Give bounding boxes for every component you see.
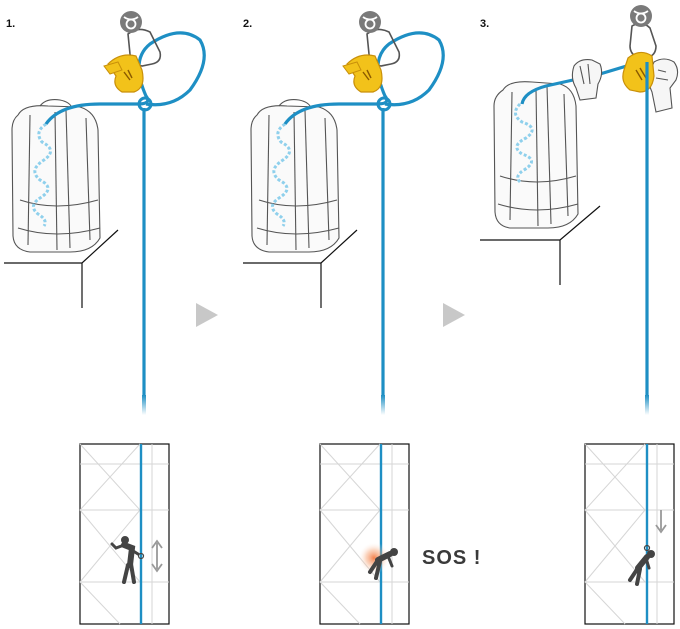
rope-fade-3 [645, 395, 649, 415]
ban-symbol-icon [630, 5, 652, 27]
inset-panel-3 [584, 443, 675, 625]
ledge-2 [243, 229, 358, 308]
belay-device-3 [622, 51, 655, 93]
step-1-label: 1. [6, 18, 16, 30]
gloved-hand-left [571, 59, 603, 101]
belay-device-1 [103, 54, 144, 93]
belay-device-2 [342, 54, 383, 93]
next-step-arrow-icon [443, 303, 465, 327]
panel-3 [480, 5, 679, 415]
up-down-arrow-icon [151, 539, 163, 573]
inset-panel-1 [79, 443, 170, 625]
ledge-1 [4, 229, 119, 308]
rope-bag-2 [250, 99, 340, 253]
down-arrow-icon [655, 510, 667, 534]
climber-figure-2 [368, 548, 398, 580]
rope-top-3 [520, 60, 641, 105]
distress-glow [358, 542, 390, 574]
inset-panel-2 [319, 443, 410, 625]
rope-bag-3 [493, 81, 579, 229]
ban-symbol-icon [120, 11, 142, 33]
rope-bag-1 [11, 99, 101, 253]
climber-figure-3 [628, 550, 655, 586]
rope-fade-2 [381, 395, 385, 415]
climber-figure-1 [110, 536, 140, 584]
rope-top-2 [283, 31, 445, 125]
step-2-label: 2. [243, 18, 253, 30]
panel-1 [4, 11, 206, 415]
panel-2 [243, 11, 445, 415]
stored-rope-3 [514, 102, 534, 184]
stored-rope-1 [32, 122, 52, 227]
step-3-label: 3. [480, 18, 490, 30]
sos-alert-text: SOS ! [422, 547, 482, 569]
stored-rope-2 [271, 122, 291, 227]
ledge-3 [480, 205, 601, 285]
next-step-arrow-icon [196, 303, 218, 327]
rope-fade-1 [142, 395, 146, 415]
ban-symbol-icon [359, 11, 381, 33]
rope-top-1 [44, 31, 206, 125]
